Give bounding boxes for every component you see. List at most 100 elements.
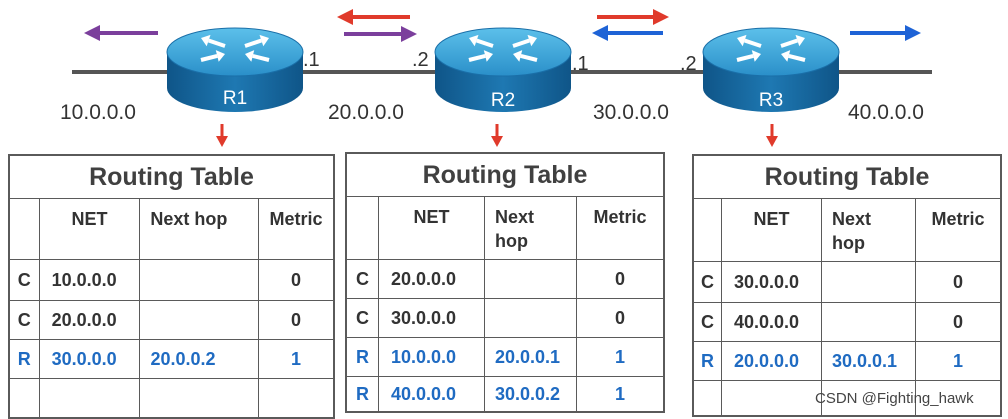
next-hop-cell: 30.0.0.2 <box>485 377 577 411</box>
route-type-cell: R <box>347 338 379 376</box>
arrow-right-blue-icon <box>850 25 921 41</box>
route-type-cell: C <box>694 303 722 341</box>
metric-cell: 0 <box>614 268 625 289</box>
header-metric: Metric <box>269 209 323 229</box>
network-label: 20.0.0.0 <box>328 101 404 124</box>
metric-cell: 0 <box>290 269 301 290</box>
net-cell: 20.0.0.0 <box>40 301 141 339</box>
header-hop: Next hop <box>822 199 916 261</box>
next-hop-cell <box>485 299 577 337</box>
next-hop-cell <box>822 262 916 302</box>
route-type-cell: C <box>347 299 379 337</box>
metric-cell: 0 <box>952 271 963 292</box>
table-row <box>10 379 333 417</box>
net-cell: 10.0.0.0 <box>40 260 141 300</box>
route-type-cell: R <box>10 340 40 378</box>
net-cell: 20.0.0.0 <box>379 260 485 298</box>
arrow-left-purple-icon <box>84 25 158 41</box>
header-type <box>694 199 722 261</box>
interface-label: .2 <box>412 49 429 71</box>
router-r3-icon <box>702 27 840 112</box>
arrow-down-r3-icon <box>766 124 778 147</box>
next-hop-cell <box>485 260 577 298</box>
metric-cell: 1 <box>952 350 963 371</box>
next-hop-cell <box>822 303 916 341</box>
arrow-down-r1-icon <box>216 124 228 147</box>
arrow-down-r2-icon <box>491 124 503 147</box>
header-net: NET <box>722 199 822 261</box>
header-type <box>10 199 40 259</box>
net-cell: 30.0.0.0 <box>379 299 485 337</box>
metric-cell: 0 <box>614 307 625 328</box>
header-metric: Metric <box>931 209 985 229</box>
network-label: 30.0.0.0 <box>593 101 669 124</box>
header-hop: Next hop <box>485 197 577 259</box>
network-label: 10.0.0.0 <box>60 101 136 124</box>
route-type-cell <box>10 379 40 417</box>
metric-cell: 1 <box>614 383 625 404</box>
next-hop-cell: 30.0.0.1 <box>822 342 916 380</box>
router-r1-icon <box>166 27 304 112</box>
interface-label: .1 <box>303 49 320 71</box>
network-label: 40.0.0.0 <box>848 101 924 124</box>
net-cell: 20.0.0.0 <box>722 342 822 380</box>
header-type <box>347 197 379 259</box>
header-hop: Next hop <box>140 199 259 259</box>
route-type-cell: R <box>694 342 722 380</box>
next-hop-cell: 20.0.0.2 <box>140 340 259 378</box>
interface-label: .1 <box>572 53 589 75</box>
net-cell <box>40 379 141 417</box>
net-cell: 40.0.0.0 <box>379 377 485 411</box>
next-hop-cell <box>140 301 259 339</box>
next-hop-cell <box>822 381 916 415</box>
interface-label: .2 <box>680 53 697 75</box>
net-cell: 10.0.0.0 <box>379 338 485 376</box>
router-label-r3: R3 <box>759 90 783 111</box>
metric-cell: 0 <box>290 309 301 330</box>
arrow-right-purple-icon <box>344 26 417 42</box>
metric-cell: 0 <box>952 311 963 332</box>
router-r2-icon <box>434 27 572 112</box>
network-topology: R1 R2 R3 .1 .2 .1 .2 10.0.0.0 20.0.0.0 3… <box>60 9 932 147</box>
watermark: CSDN @Fighting_hawk <box>815 390 974 407</box>
router-label-r1: R1 <box>223 88 247 109</box>
routing-table-title: Routing Table <box>347 154 663 197</box>
router-label-r2: R2 <box>491 90 515 111</box>
route-type-cell: R <box>347 377 379 411</box>
routing-table-title: Routing Table <box>10 156 333 199</box>
next-hop-cell <box>140 379 259 417</box>
route-type-cell: C <box>10 301 40 339</box>
route-type-cell: C <box>694 262 722 302</box>
route-type-cell: C <box>347 260 379 298</box>
metric-cell: 1 <box>290 348 301 369</box>
header-net: NET <box>379 197 485 259</box>
next-hop-cell <box>140 260 259 300</box>
header-metric: Metric <box>593 207 647 227</box>
header-net: NET <box>40 199 141 259</box>
arrow-right-red-icon <box>597 9 669 25</box>
arrow-left-red-icon <box>337 9 410 25</box>
table-row <box>694 381 1000 415</box>
net-cell <box>722 381 822 415</box>
routing-table-title: Routing Table <box>694 156 1000 199</box>
net-cell: 30.0.0.0 <box>40 340 141 378</box>
route-type-cell: C <box>10 260 40 300</box>
route-type-cell <box>694 381 722 415</box>
arrow-left-blue-icon <box>592 25 663 41</box>
